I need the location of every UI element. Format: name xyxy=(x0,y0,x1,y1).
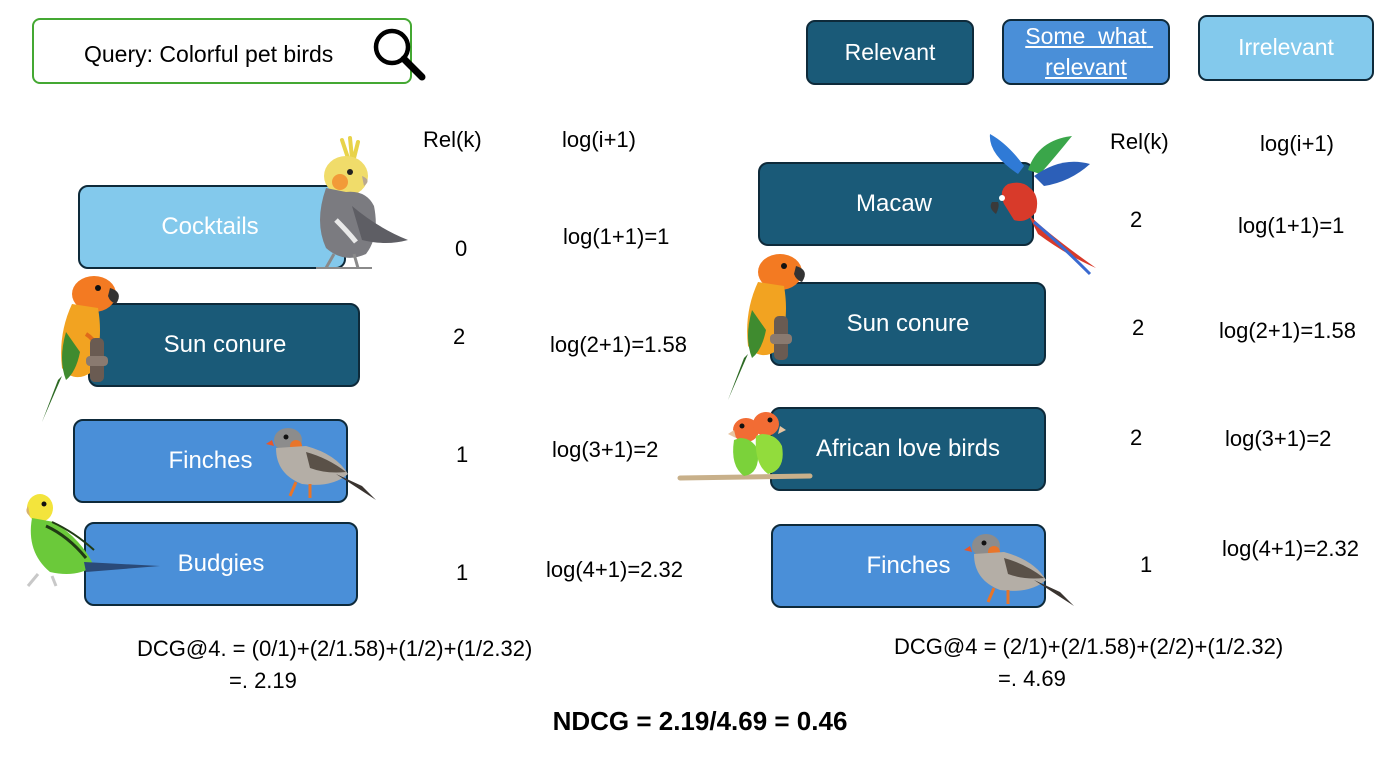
legend-some-what-relevant: Some what relevant xyxy=(1002,19,1170,85)
legend-relevant: Relevant xyxy=(806,20,974,85)
right-log-value: log(3+1)=2 xyxy=(1225,426,1332,451)
right-log-header: log(i+1) xyxy=(1260,131,1334,156)
sun-conure-icon xyxy=(728,254,805,400)
left-item-label: Sun conure xyxy=(163,331,287,358)
right-dcg-formula: DCG@4 = (2/1)+(2/1.58)+(2/2)+(1/2.32) xyxy=(894,634,1284,659)
right-item-african-love-birds: African love birds xyxy=(770,407,1046,491)
left-dcg-result: =. 2.19 xyxy=(229,668,297,693)
right-item-label: African love birds xyxy=(815,435,1001,462)
cockatiel-icon xyxy=(316,136,408,269)
left-item-sun-conure: Sun conure xyxy=(88,303,360,387)
query-box: Query: Colorful pet birds xyxy=(32,18,426,84)
right-item-macaw: Macaw xyxy=(758,162,1034,246)
query-text: Query: Colorful pet birds xyxy=(84,41,334,67)
right-item-label: Macaw xyxy=(855,190,933,217)
left-item-budgies: Budgies xyxy=(84,522,358,606)
legend-irrelevant: Irrelevant xyxy=(1198,15,1374,81)
budgie-icon xyxy=(26,494,160,587)
left-dcg-formula: DCG@4. = (0/1)+(2/1.58)+(1/2)+(1/2.32) xyxy=(137,636,533,661)
right-log-value: log(1+1)=1 xyxy=(1238,213,1345,238)
left-rel-header: Rel(k) xyxy=(423,127,482,152)
left-log-value: log(1+1)=1 xyxy=(563,224,670,249)
right-log-value: log(4+1)=2.32 xyxy=(1222,536,1359,561)
legend-relevant-label: Relevant xyxy=(844,38,936,65)
left-log-value: log(2+1)=1.58 xyxy=(550,332,687,357)
left-rel-value: 0 xyxy=(455,236,468,261)
left-item-label: Finches xyxy=(168,447,253,474)
right-log-value: log(2+1)=1.58 xyxy=(1219,318,1356,343)
left-rel-value: 2 xyxy=(453,324,466,349)
right-rel-header: Rel(k) xyxy=(1110,129,1169,154)
right-rel-value: 2 xyxy=(1130,425,1143,450)
legend-some-what-relevant-label: Some what relevant xyxy=(1025,22,1154,80)
macaw-icon xyxy=(989,134,1096,276)
right-rel-value: 2 xyxy=(1132,315,1145,340)
left-item-label: Budgies xyxy=(177,550,265,577)
right-dcg-result: =. 4.69 xyxy=(998,666,1066,691)
right-rel-value: 1 xyxy=(1140,552,1153,577)
ndcg-result: NDCG = 2.19/4.69 = 0.46 xyxy=(552,706,848,736)
right-item-sun-conure: Sun conure xyxy=(770,282,1046,366)
left-item-cocktails: Cocktails xyxy=(78,185,346,269)
finch-icon xyxy=(266,428,376,500)
left-item-label: Cocktails xyxy=(161,213,259,240)
left-rel-value: 1 xyxy=(456,442,469,467)
right-rel-value: 2 xyxy=(1130,207,1143,232)
left-log-value: log(4+1)=2.32 xyxy=(546,557,683,582)
right-item-label: Finches xyxy=(866,552,951,579)
legend-irrelevant-label: Irrelevant xyxy=(1238,34,1334,61)
magnifier-icon xyxy=(373,28,426,81)
left-log-value: log(3+1)=2 xyxy=(552,437,659,462)
sun-conure-icon xyxy=(42,276,119,422)
lovebirds-icon xyxy=(677,412,813,481)
right-item-label: Sun conure xyxy=(846,310,970,337)
left-rel-value: 1 xyxy=(456,560,469,585)
finch-icon xyxy=(964,534,1074,606)
left-log-header: log(i+1) xyxy=(562,127,636,152)
